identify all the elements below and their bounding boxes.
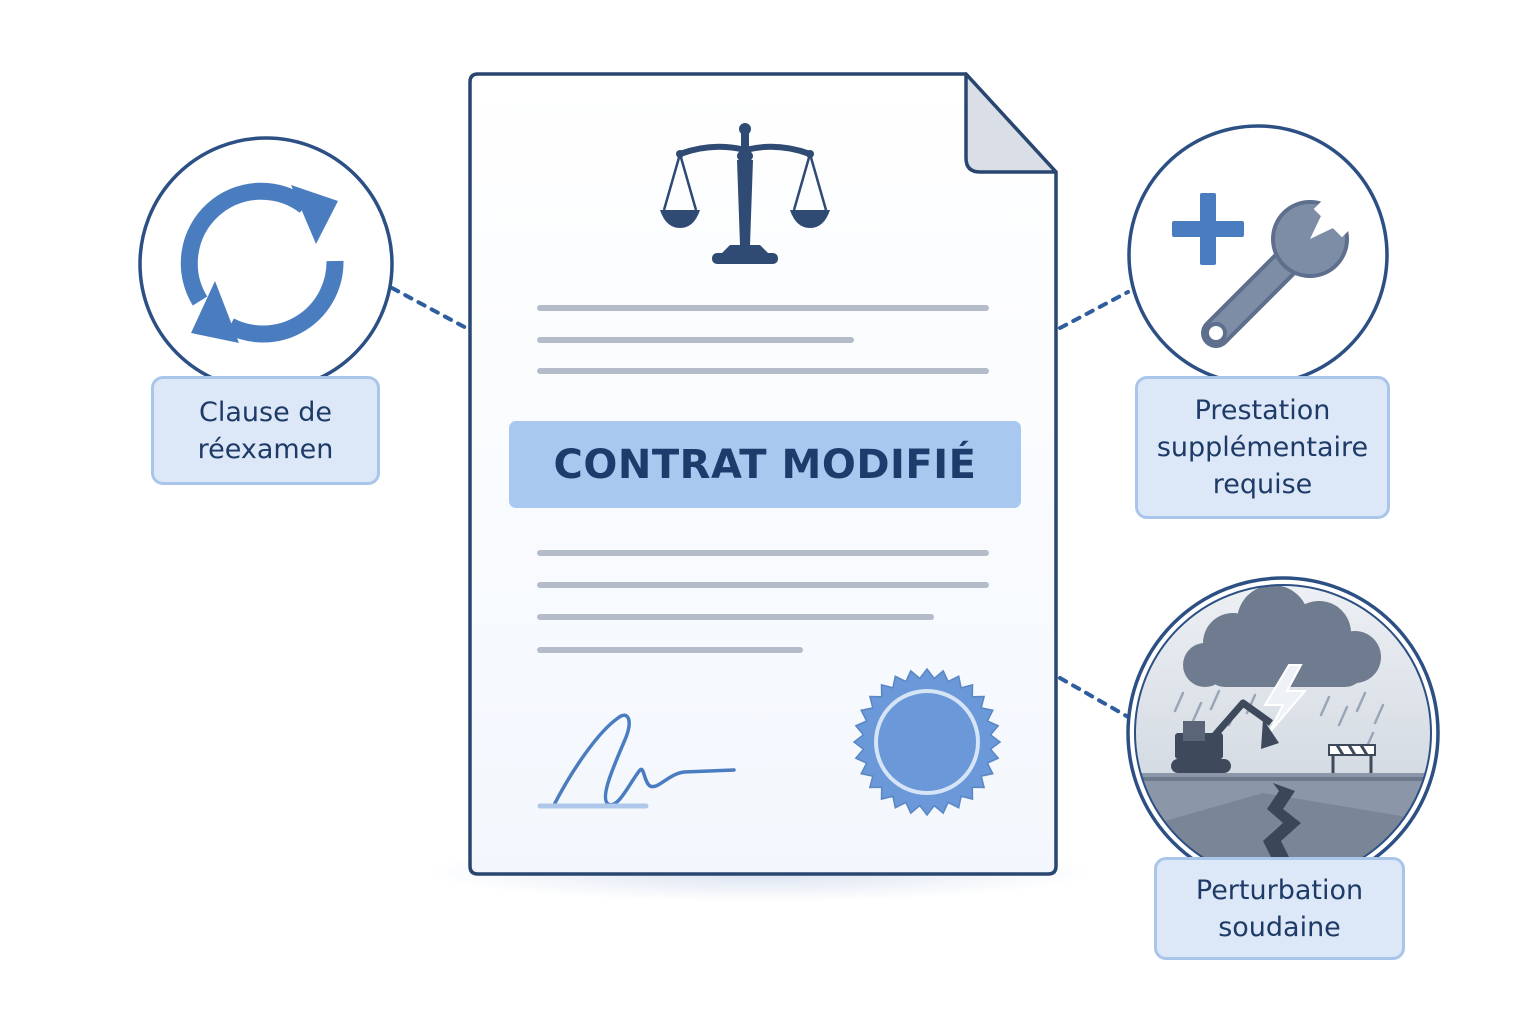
excavator-icon — [1171, 699, 1279, 773]
text-lines-lower — [537, 550, 989, 653]
sudden-disruption-circle — [1126, 576, 1440, 890]
plus-icon — [1172, 193, 1244, 265]
connector-sudden-disruption — [1058, 676, 1132, 720]
contract-title-banner: CONTRAT MODIFIÉ — [509, 421, 1021, 508]
refresh-cycle-icon — [180, 182, 344, 343]
connector-additional-service — [1058, 290, 1130, 330]
road-barrier-icon — [1328, 744, 1376, 773]
contract-title: CONTRAT MODIFIÉ — [553, 441, 977, 488]
text-lines-upper — [537, 305, 989, 374]
scales-of-justice-icon — [660, 123, 830, 264]
signature-icon — [537, 713, 736, 809]
sudden-disruption-label: Perturbation soudaine — [1154, 857, 1405, 960]
review-clause-circle — [138, 136, 394, 392]
storm-construction-icon — [1135, 585, 1431, 881]
wrench-icon — [1201, 180, 1371, 348]
additional-service-circle — [1127, 124, 1389, 386]
seal-icon — [852, 667, 1002, 817]
review-clause-label: Clause de réexamen — [151, 376, 380, 485]
folded-corner-icon — [964, 72, 1058, 174]
connector-review-clause — [390, 286, 472, 332]
additional-service-label: Prestation supplémentaire requise — [1135, 376, 1390, 519]
